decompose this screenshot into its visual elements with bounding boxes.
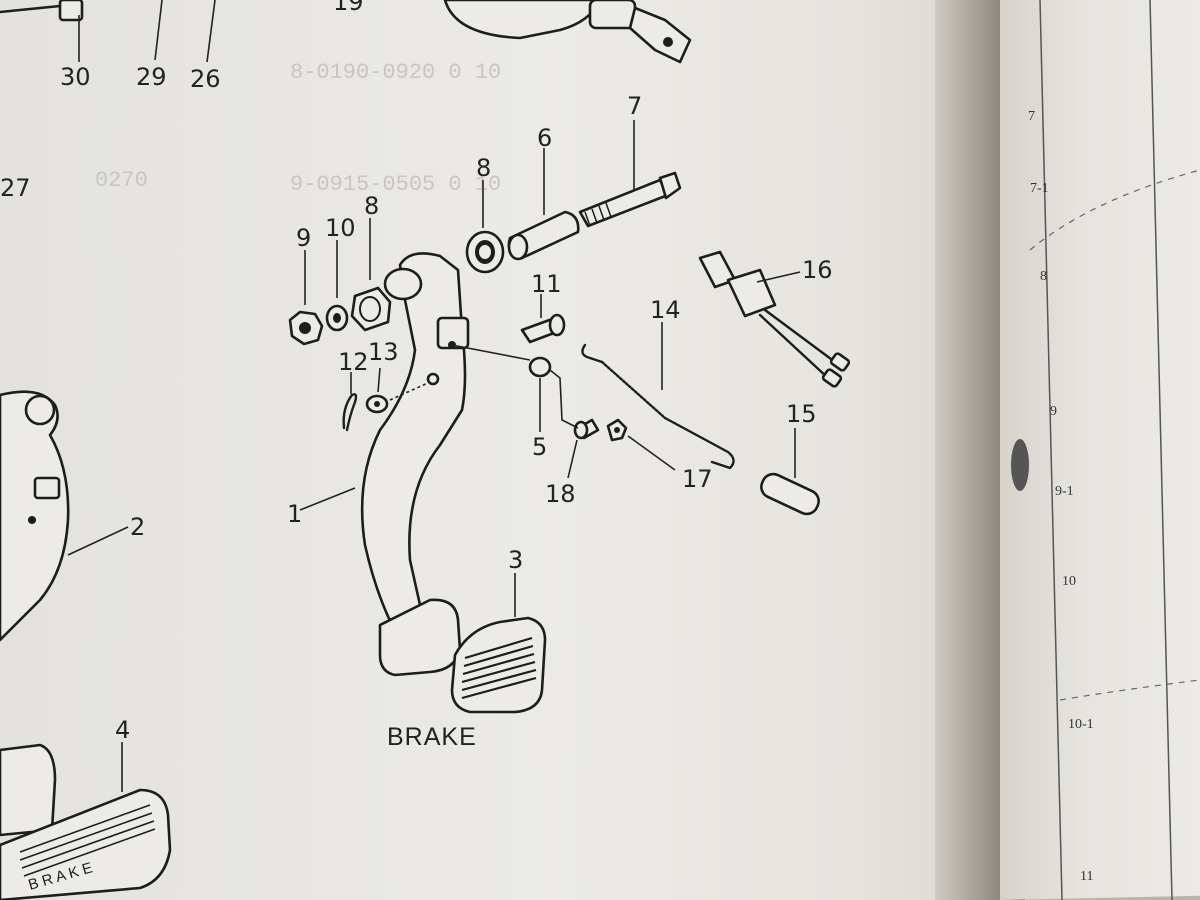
cotter-pin-washer [342, 381, 431, 432]
margin-number: 11 [1080, 869, 1093, 884]
callout-6: 6 [537, 124, 552, 152]
callout-30: 30 [60, 63, 91, 91]
binding-post [1011, 439, 1029, 491]
callout-4: 4 [115, 716, 130, 744]
callout-9: 9 [296, 224, 311, 252]
ghost-text-2: 9-0915-0505 0 10 [290, 172, 501, 197]
top-partial-parts [0, 0, 692, 64]
diagram-title: BRAKE [387, 723, 477, 751]
callout-11: 11 [531, 270, 562, 298]
margin-number: 8 [1040, 269, 1047, 284]
margin-number: 9 [1050, 404, 1057, 419]
callout-7: 7 [627, 92, 642, 120]
rubber-sleeve [760, 472, 820, 516]
callout-18: 18 [545, 480, 576, 508]
pivot-sleeve-bolt [507, 171, 682, 261]
leader-lines [67, 0, 801, 792]
margin-number: 10 [1062, 574, 1076, 589]
callout-1: 1 [287, 500, 302, 528]
callout-2: 2 [130, 513, 145, 541]
callout-13: 13 [368, 338, 399, 366]
return-spring [581, 343, 735, 470]
brake-light-switch [698, 250, 851, 388]
callout-29: 29 [136, 63, 167, 91]
margin-number: 9-1 [1055, 484, 1074, 499]
callout-8: 8 [476, 154, 491, 182]
bleed-through-text: 8-0190-0920 0 10 9-0915-0505 0 10 0270 [95, 60, 501, 197]
margin-number: 7-1 [1030, 181, 1049, 196]
ghost-text-1: 8-0190-0920 0 10 [290, 60, 501, 85]
callout-19: 19 [333, 0, 364, 16]
ghost-text-3: 0270 [95, 168, 148, 193]
callout-17: 17 [682, 465, 713, 493]
left-partial-parts: B R A K E [0, 390, 172, 900]
callout-14: 14 [650, 296, 681, 324]
pivot-hardware [288, 230, 505, 346]
callout-15: 15 [786, 400, 817, 428]
pedal-arm [360, 252, 470, 677]
margin-number: 7 [1028, 109, 1035, 124]
callout-3: 3 [508, 546, 523, 574]
callout-10: 10 [325, 214, 356, 242]
callout-12: 12 [338, 348, 369, 376]
right-page-table: 7 7-1 8 9 9-1 10 10-1 11 [1028, 0, 1200, 900]
linkage-hardware [451, 313, 628, 442]
callout-8: 8 [364, 192, 379, 220]
margin-number: 10-1 [1068, 717, 1094, 732]
left-page [0, 0, 1000, 900]
callout-5: 5 [532, 433, 547, 461]
callout-16: 16 [802, 256, 833, 284]
callout-26: 26 [190, 65, 221, 93]
callout-27: 27 [0, 174, 31, 202]
callouts: 30 29 26 19 27 9 10 8 8 6 7 11 14 16 12 … [0, 0, 833, 744]
pedal-pad [450, 616, 547, 714]
